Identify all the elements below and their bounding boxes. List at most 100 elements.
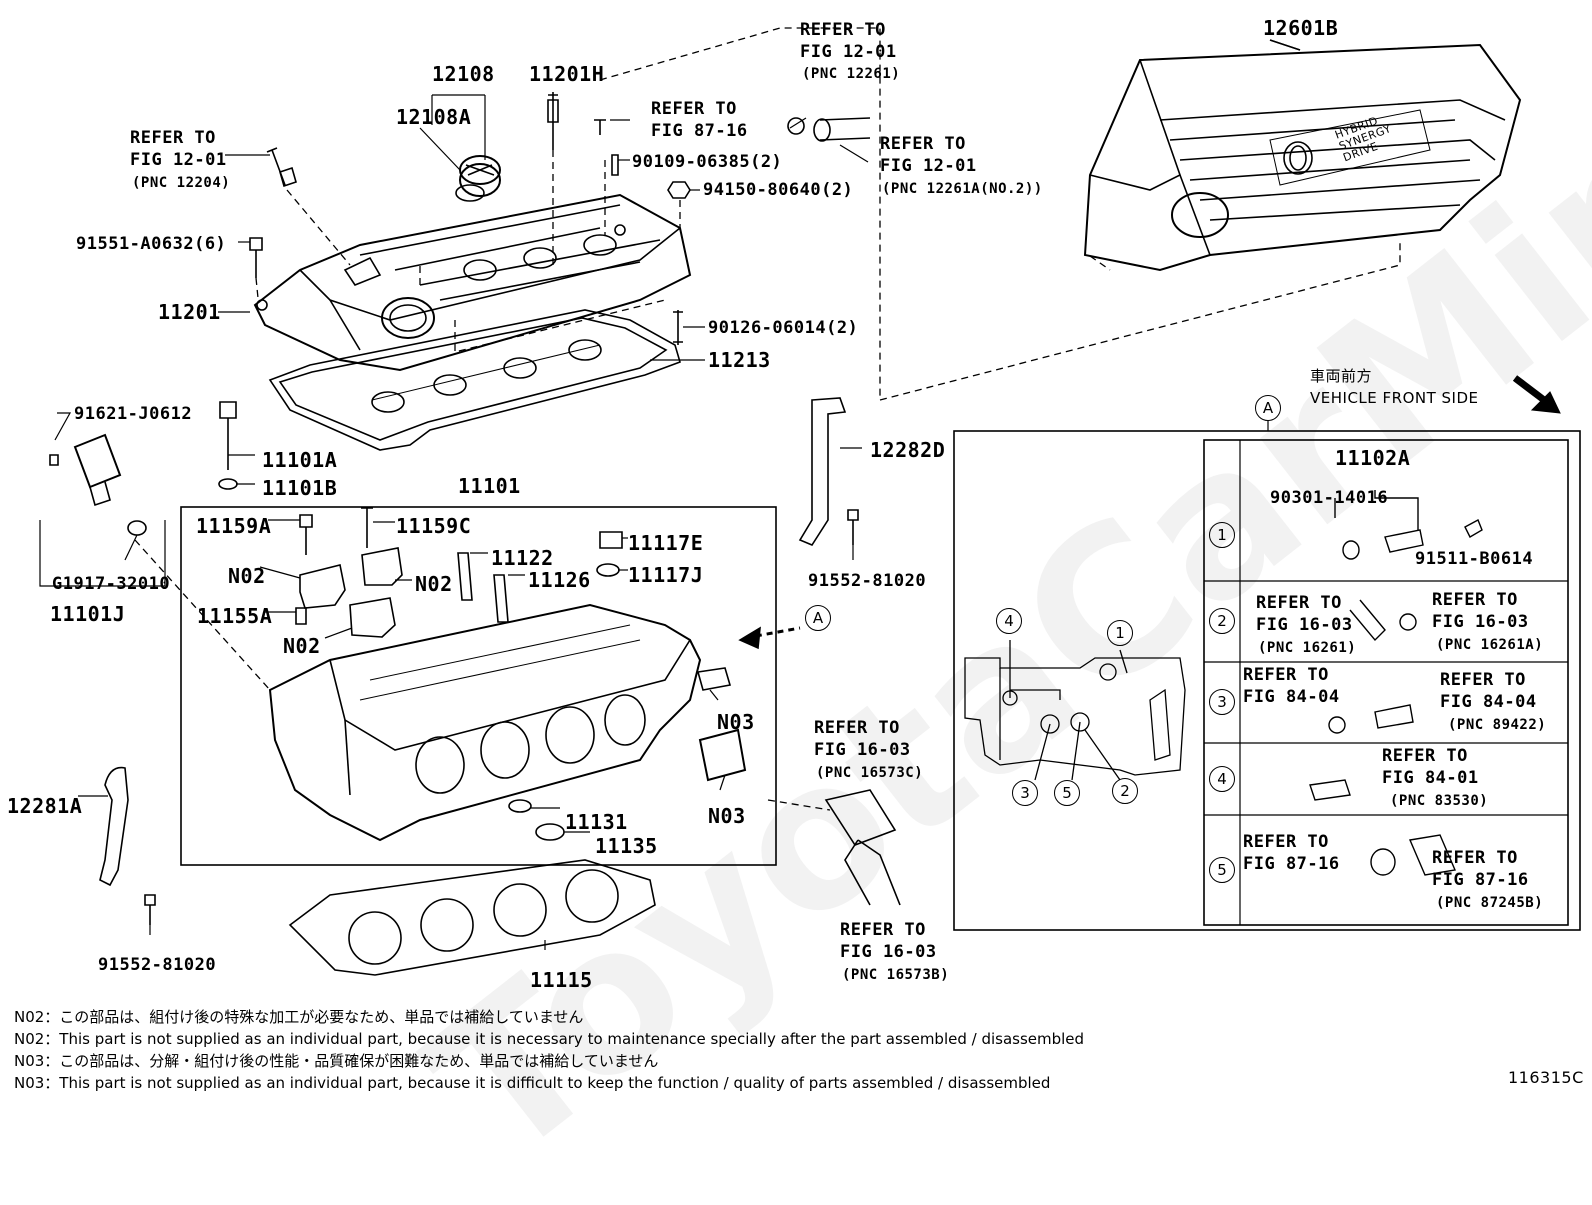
part-90109: 90109-06385(2) [632, 152, 783, 172]
inset-view-2: 2 [1112, 778, 1138, 804]
row4-right-l3: (PNC 83530) [1390, 793, 1489, 809]
row3-left-l2: FIG 84-04 [1243, 687, 1340, 707]
refer-12261A-l1: REFER TO [880, 134, 966, 154]
head-cover-illustration [253, 193, 692, 372]
inset-table [1203, 439, 1569, 926]
refer-87-16-l2: FIG 87-16 [651, 121, 748, 141]
refer-12204-l3: (PNC 12204) [132, 175, 231, 191]
inset-view-1: 1 [1107, 620, 1133, 646]
inset-view-5: 5 [1054, 780, 1080, 806]
row5-right-l1: REFER TO [1432, 848, 1518, 868]
part-91552-a: 91552-81020 [98, 955, 217, 975]
figure-id: 116315C [1508, 1068, 1584, 1087]
inset-frame [953, 430, 1581, 931]
row2-left-l3: (PNC 16261) [1258, 640, 1357, 656]
refer-16573C-l1: REFER TO [814, 718, 900, 738]
refer-16573C-l3: (PNC 16573C) [816, 765, 924, 781]
part-G1917: G1917-32010 [52, 574, 171, 594]
part-11159C: 11159C [396, 514, 472, 538]
part-11101J: 11101J [50, 602, 126, 626]
diagram-artwork [39, 27, 1581, 976]
solid-leaders [39, 39, 1301, 950]
part-94150: 94150-80640(2) [703, 180, 854, 200]
row4-right-l1: REFER TO [1382, 746, 1468, 766]
row-1-number: 1 [1209, 522, 1235, 548]
row-3-number: 3 [1209, 689, 1235, 715]
row3-left-l1: REFER TO [1243, 665, 1329, 685]
part-11126: 11126 [528, 568, 591, 592]
row2-left-l2: FIG 16-03 [1256, 615, 1353, 635]
row-4-number: 4 [1209, 766, 1235, 792]
inset-engine-view [964, 640, 1186, 781]
refer-12261A-l2: FIG 12-01 [880, 156, 977, 176]
part-11201H: 11201H [529, 62, 605, 86]
inset-marker-a: A [1255, 395, 1281, 421]
row2-right-l1: REFER TO [1432, 590, 1518, 610]
inset-view-4: 4 [996, 608, 1022, 634]
inset-row-parts [1309, 490, 1483, 876]
refer-12204-l2: FIG 12-01 [130, 150, 227, 170]
row2-right-l3: (PNC 16261A) [1436, 637, 1544, 653]
dashed-leaders [134, 27, 1401, 811]
part-11101A: 11101A [262, 448, 338, 472]
head-cover-gasket-illustration [268, 309, 681, 451]
row3-right-l2: FIG 84-04 [1440, 692, 1537, 712]
row5-left-l1: REFER TO [1243, 832, 1329, 852]
part-91511: 91511-B0614 [1415, 549, 1534, 569]
engine-cover-illustration [1083, 39, 1522, 272]
part-12281A: 12281A [7, 794, 83, 818]
vehicle-front-en: VEHICLE FRONT SIDE [1310, 389, 1479, 407]
part-11101B: 11101B [262, 476, 338, 500]
row-5-number: 5 [1209, 857, 1235, 883]
small-parts-illustration [49, 92, 901, 976]
parts-diagram: 12601B 12108 12108A 11201H REFER TO FIG … [7, 0, 1592, 1205]
refer-12261-l3: (PNC 12261) [802, 66, 901, 82]
refer-12204-l1: REFER TO [130, 128, 216, 148]
part-N02-b: N02 [415, 572, 453, 596]
row2-left-l1: REFER TO [1256, 593, 1342, 613]
part-11115: 11115 [530, 968, 593, 992]
vehicle-front-jp: 車両前方 [1310, 367, 1373, 385]
refer-16573B-l1: REFER TO [840, 920, 926, 940]
refer-16573C-l2: FIG 16-03 [814, 740, 911, 760]
part-12108A: 12108A [396, 105, 472, 129]
direction-arrow [744, 626, 801, 640]
part-91552-b: 91552-81020 [808, 571, 927, 591]
inset-view-3: 3 [1012, 780, 1038, 806]
part-11201: 11201 [158, 300, 221, 324]
row-2-number: 2 [1209, 608, 1235, 634]
row4-right-l2: FIG 84-01 [1382, 768, 1479, 788]
part-90126: 90126-06014(2) [708, 318, 859, 338]
part-11155A: 11155A [197, 604, 273, 628]
note-n02-jp: N02：この部品は、組付け後の特殊な加工が必要なため、単品では補給していません [14, 1008, 584, 1026]
part-11122: 11122 [491, 546, 554, 570]
cylinder-head-frame [180, 506, 777, 866]
row5-right-l3: (PNC 87245B) [1436, 895, 1544, 911]
view-marker-a: A [805, 605, 831, 631]
row3-right-l1: REFER TO [1440, 670, 1526, 690]
part-12601B: 12601B [1263, 16, 1339, 40]
refer-12261-l1: REFER TO [800, 20, 886, 40]
part-11102A: 11102A [1335, 446, 1411, 470]
note-n03-en: N03：This part is not supplied as an indi… [14, 1074, 1051, 1092]
part-11213: 11213 [708, 348, 771, 372]
row5-left-l2: FIG 87-16 [1243, 854, 1340, 874]
note-n02-en: N02：This part is not supplied as an indi… [14, 1030, 1085, 1048]
part-11159A: 11159A [196, 514, 272, 538]
refer-87-16-l1: REFER TO [651, 99, 737, 119]
arrow-head [738, 626, 761, 650]
part-91551: 91551-A0632(6) [76, 234, 227, 254]
part-11101: 11101 [458, 474, 521, 498]
part-90301: 90301-14016 [1270, 488, 1389, 508]
part-11117J: 11117J [628, 563, 704, 587]
row5-right-l2: FIG 87-16 [1432, 870, 1529, 890]
row2-right-l2: FIG 16-03 [1432, 612, 1529, 632]
refer-12261A-l3: (PNC 12261A(NO.2)) [882, 181, 1043, 197]
part-11117E: 11117E [628, 531, 704, 555]
part-12108: 12108 [432, 62, 495, 86]
refer-12261-l2: FIG 12-01 [800, 42, 897, 62]
part-11131: 11131 [565, 810, 628, 834]
part-N03-a: N03 [717, 710, 755, 734]
note-n03-jp: N03：この部品は、分解・組付け後の性能・品質確保が困難なため、単品では補給して… [14, 1052, 659, 1070]
part-N02-c: N02 [283, 634, 321, 658]
